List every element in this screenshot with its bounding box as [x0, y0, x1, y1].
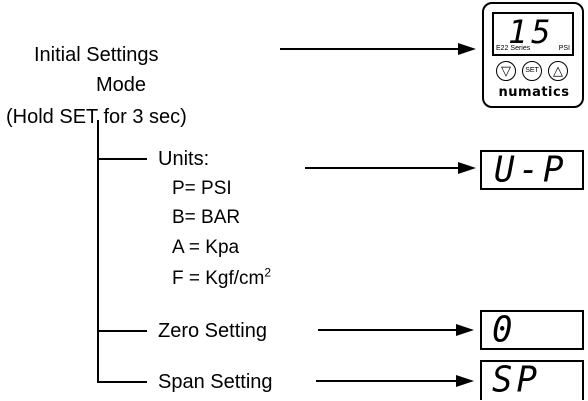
device-series-label: E22 Series: [496, 45, 531, 52]
units-display: U-P: [480, 150, 584, 190]
up-button[interactable]: △: [548, 61, 568, 81]
tree-branch-span: [97, 381, 147, 383]
up-triangle-icon: △: [553, 63, 563, 78]
set-button-label: SET: [525, 67, 539, 74]
device-screen-value: 15: [508, 13, 555, 51]
mode-title-line3: (Hold SET for 3 sec): [6, 106, 187, 128]
arrow-to-span-display: [316, 375, 474, 387]
set-button[interactable]: SET: [522, 61, 542, 81]
arrow-to-zero-display: [318, 324, 474, 336]
device-unit-label: PSI: [558, 45, 570, 52]
arrow-to-units-display: [305, 162, 476, 174]
zero-display: 0: [480, 310, 584, 350]
brand-logo: numatics: [498, 85, 570, 100]
down-triangle-icon: ▽: [501, 63, 511, 78]
span-display-value: SP: [492, 359, 541, 401]
down-button[interactable]: ▽: [496, 61, 516, 81]
tree-branch-units: [97, 158, 147, 160]
span-setting-label: Span Setting: [158, 371, 273, 393]
mode-title-line1: Initial Settings: [34, 44, 159, 66]
unit-option-psi: P= PSI: [172, 178, 232, 199]
unit-option-bar: B= BAR: [172, 207, 241, 228]
tree-vertical-line: [97, 120, 99, 382]
unit-option-kgf-text: F = Kgf/cm: [172, 268, 265, 289]
arrow-to-device: [280, 43, 476, 55]
unit-option-kgf: F = Kgf/cm2: [172, 265, 272, 289]
units-label: Units:: [158, 148, 210, 170]
unit-option-kgf-superscript: 2: [264, 265, 272, 280]
span-display: SP: [480, 360, 584, 400]
units-display-value: U-P: [494, 149, 568, 191]
zero-display-value: 0: [492, 309, 517, 351]
unit-option-kpa: A = Kpa: [172, 237, 240, 258]
zero-setting-label: Zero Setting: [158, 320, 267, 342]
device-screen: 15 E22 Series PSI: [492, 12, 574, 56]
pressure-switch-device: 15 E22 Series PSI ▽ SET △ numatics: [482, 2, 584, 108]
tree-branch-zero: [97, 330, 147, 332]
mode-title-line2: Mode: [96, 74, 147, 96]
